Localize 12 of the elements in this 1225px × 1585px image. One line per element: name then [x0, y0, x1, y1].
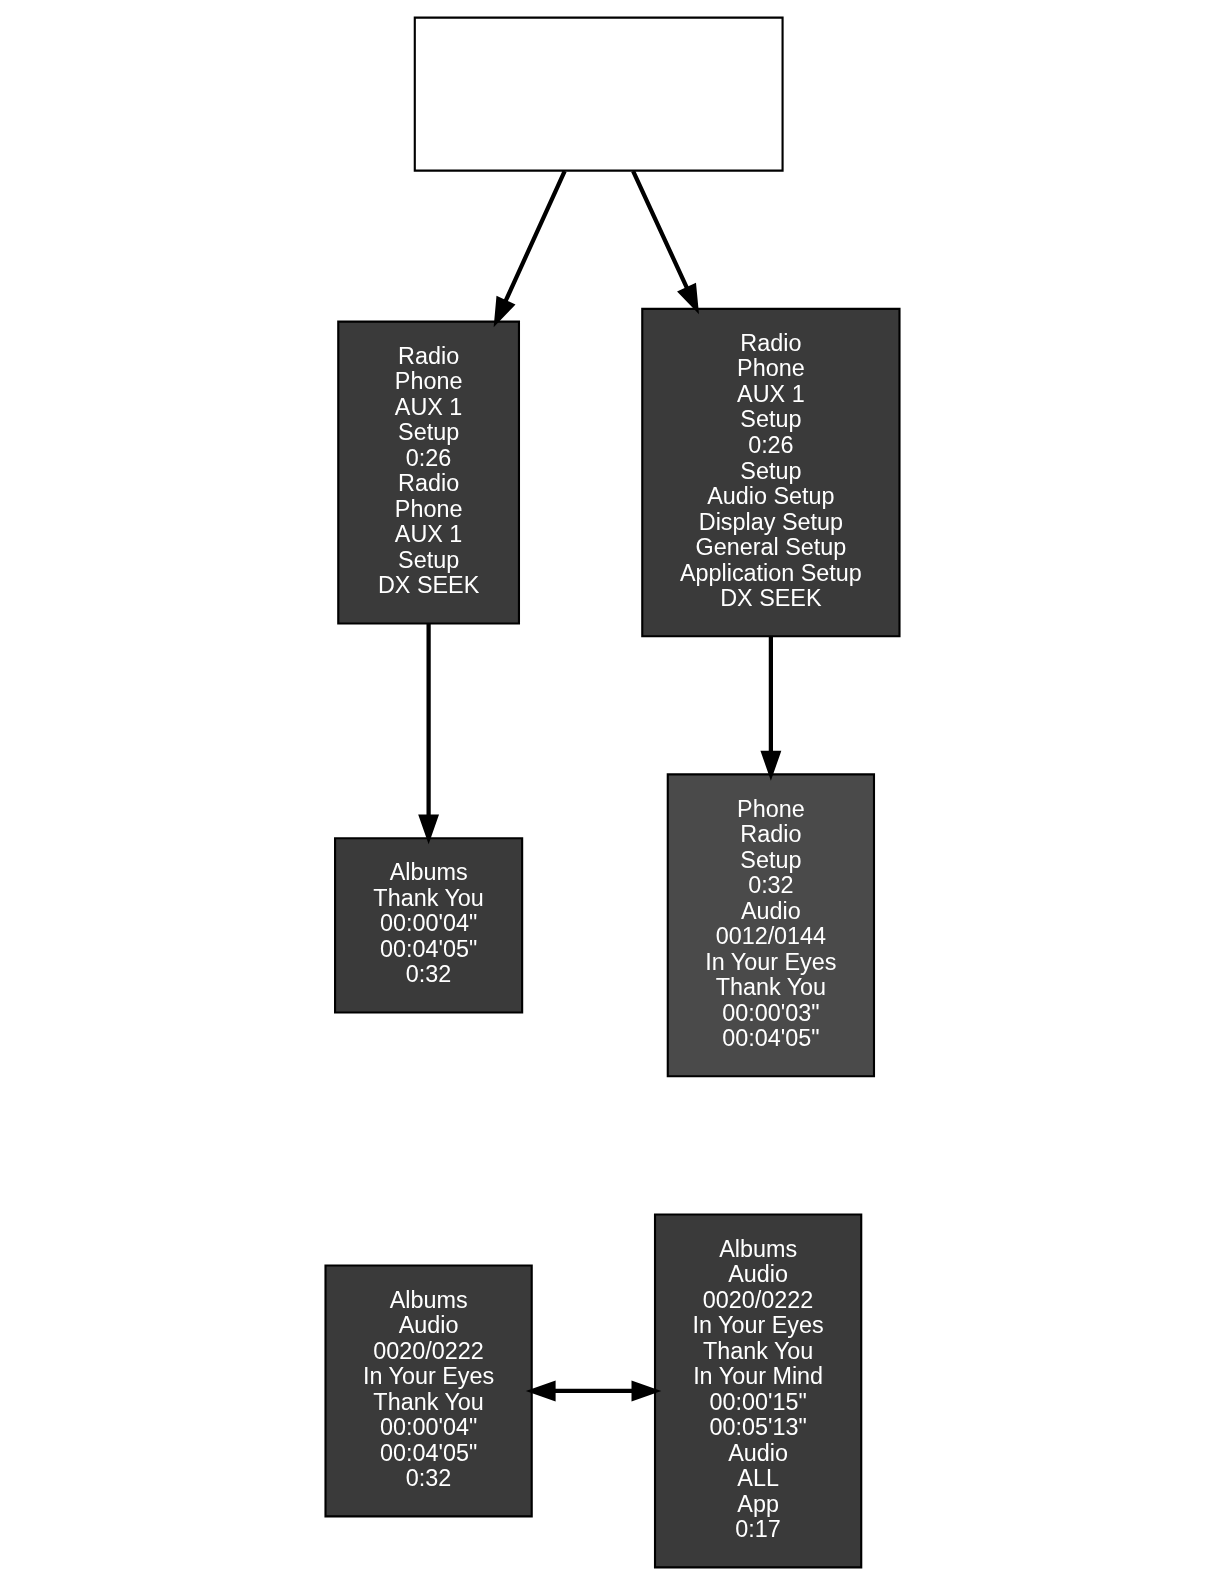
- node-box: [413, 16, 784, 172]
- arrow: [525, 1380, 662, 1402]
- arrow: [631, 170, 699, 315]
- node-box: Albums Audio 0020/0222 In Your Eyes Thank You In Your Mind 00:00'15" 00:05'13" Audio ALL App 0:17: [653, 1213, 863, 1569]
- node-box: Radio Phone AUX 1 Setup 0:26 Radio Phone AUX 1 Setup DX SEEK: [337, 320, 521, 625]
- node-box: Albums Thank You 00:00'04" 00:04'05" 0:32: [334, 837, 524, 1014]
- arrow: [760, 636, 782, 781]
- node-box: Radio Phone AUX 1 Setup 0:26 Setup Audio Setup Display Setup General Setup Application Setup DX SEEK: [641, 307, 901, 638]
- node-box: Albums Audio 0020/0222 In Your Eyes Thank You 00:00'04" 00:04'05" 0:32: [324, 1264, 533, 1518]
- arrow: [418, 624, 440, 845]
- arrow: [493, 170, 567, 328]
- node-box: Phone Radio Setup 0:32 Audio 0012/0144 In Your Eyes Thank You 00:00'03" 00:04'05": [666, 773, 876, 1078]
